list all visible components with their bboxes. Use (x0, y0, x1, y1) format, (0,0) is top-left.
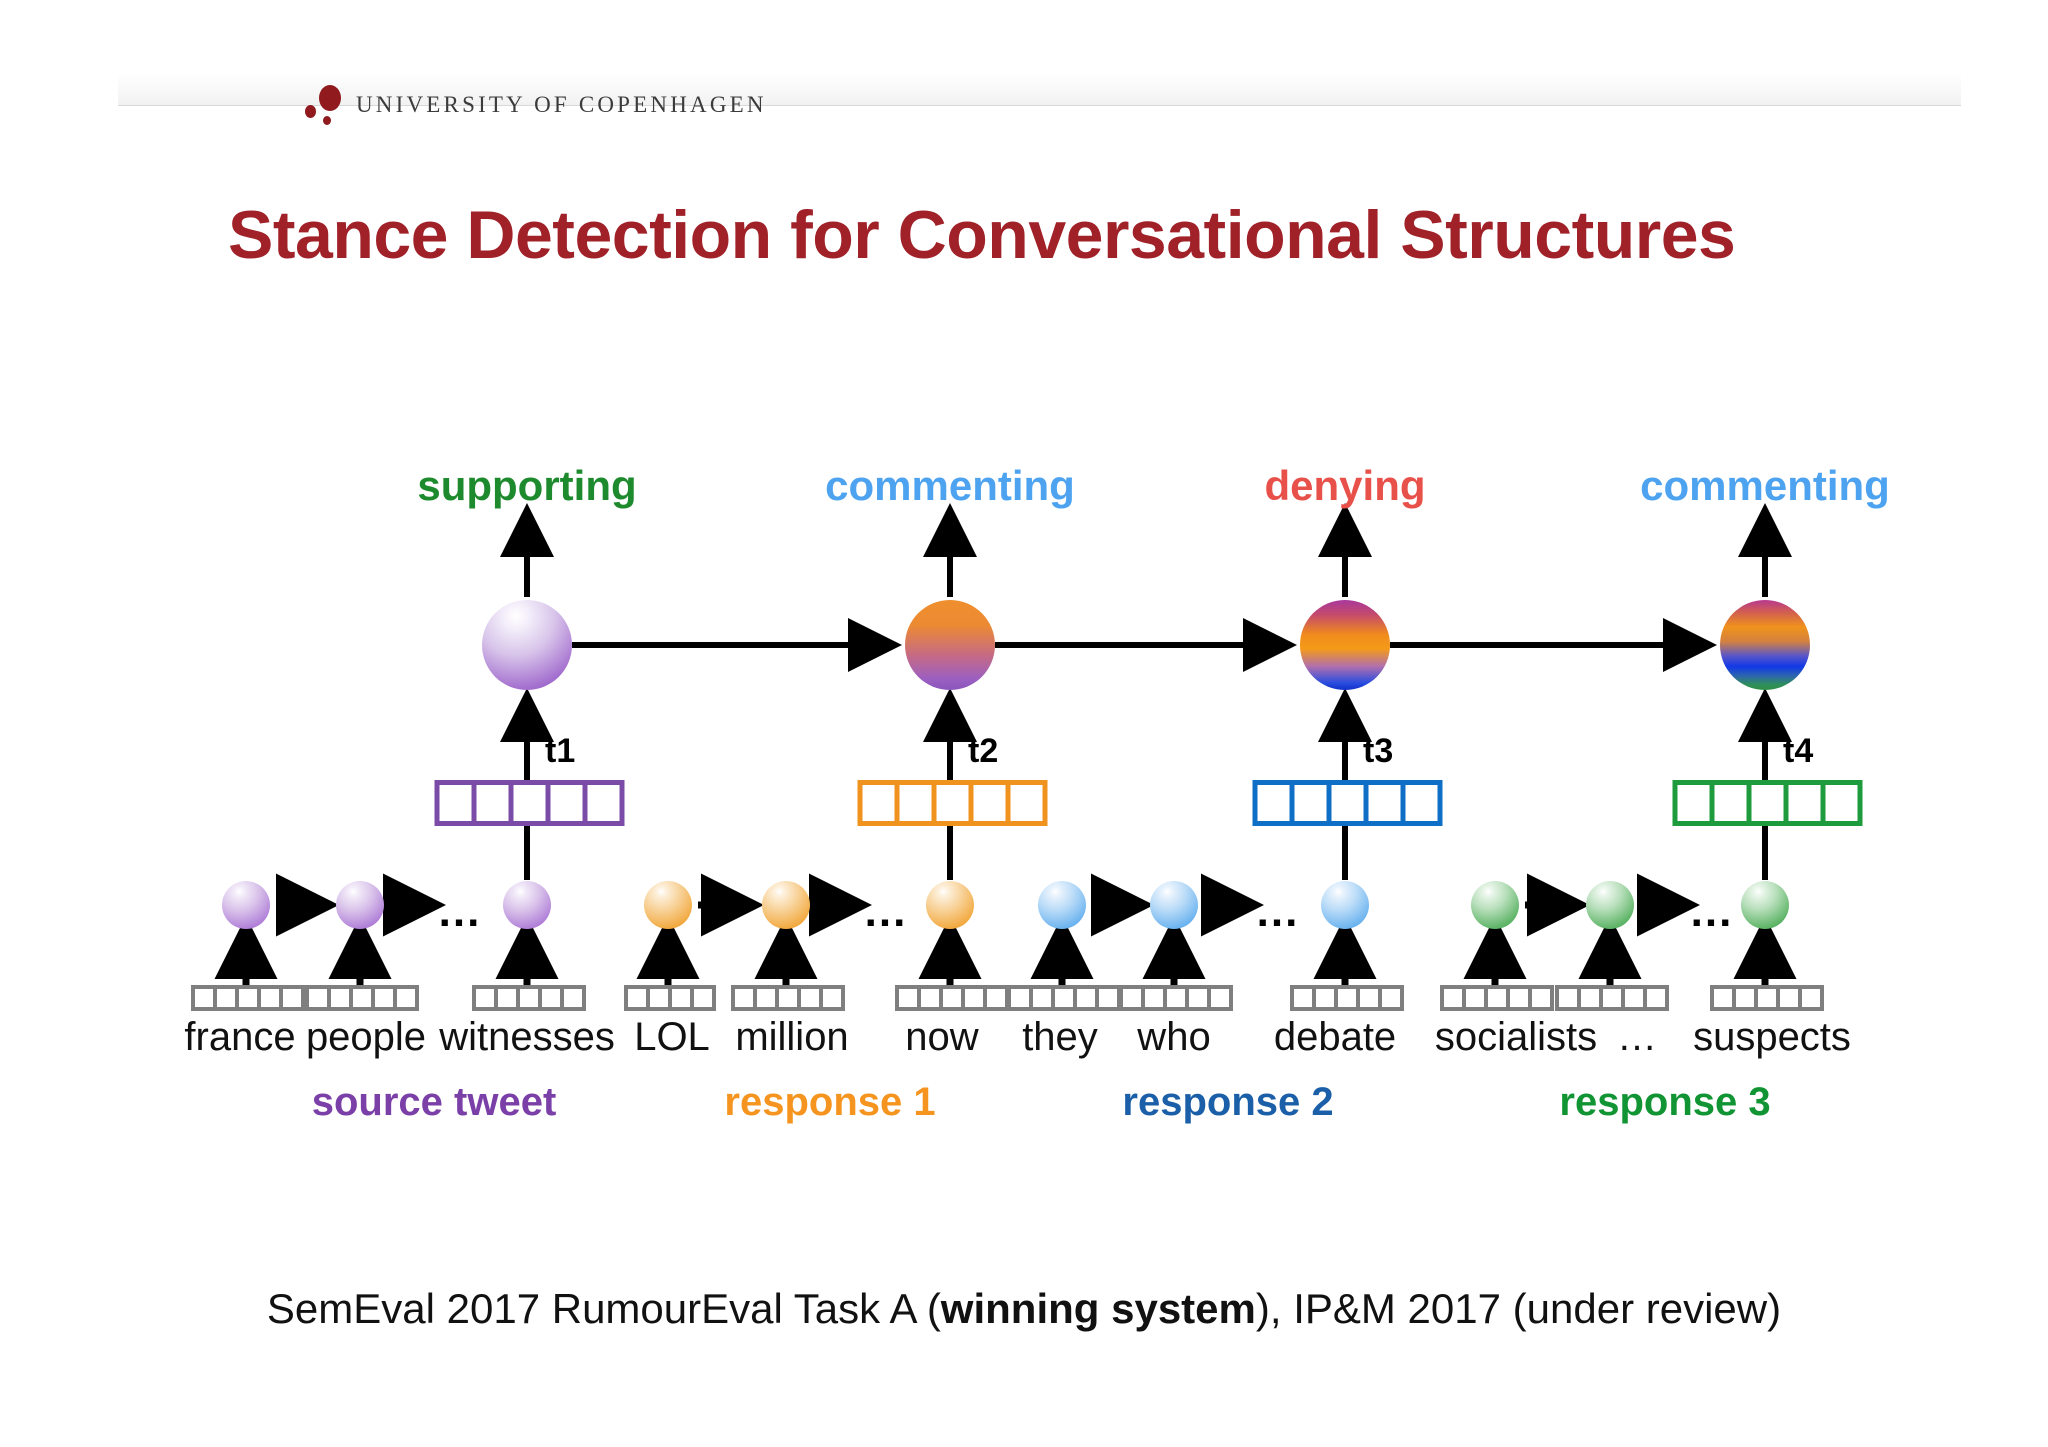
caption-bold: winning system (940, 1285, 1256, 1332)
header-band: UNIVERSITY OF COPENHAGEN (118, 35, 1961, 125)
logo-dot-large (319, 85, 341, 111)
logo-dot-small (323, 116, 331, 125)
institution-name: UNIVERSITY OF COPENHAGEN (356, 92, 767, 117)
page-title: Stance Detection for Conversational Stru… (228, 196, 1736, 273)
logo-dot-medium (305, 105, 316, 118)
caption-prefix: SemEval 2017 RumourEval Task A ( (266, 1285, 941, 1332)
caption-suffix: ), IP&M 2017 (under review) (1255, 1285, 1782, 1332)
figure-caption: SemEval 2017 RumourEval Task A (winning … (267, 1285, 1781, 1333)
copenhagen-dots-logo-icon (303, 83, 351, 129)
